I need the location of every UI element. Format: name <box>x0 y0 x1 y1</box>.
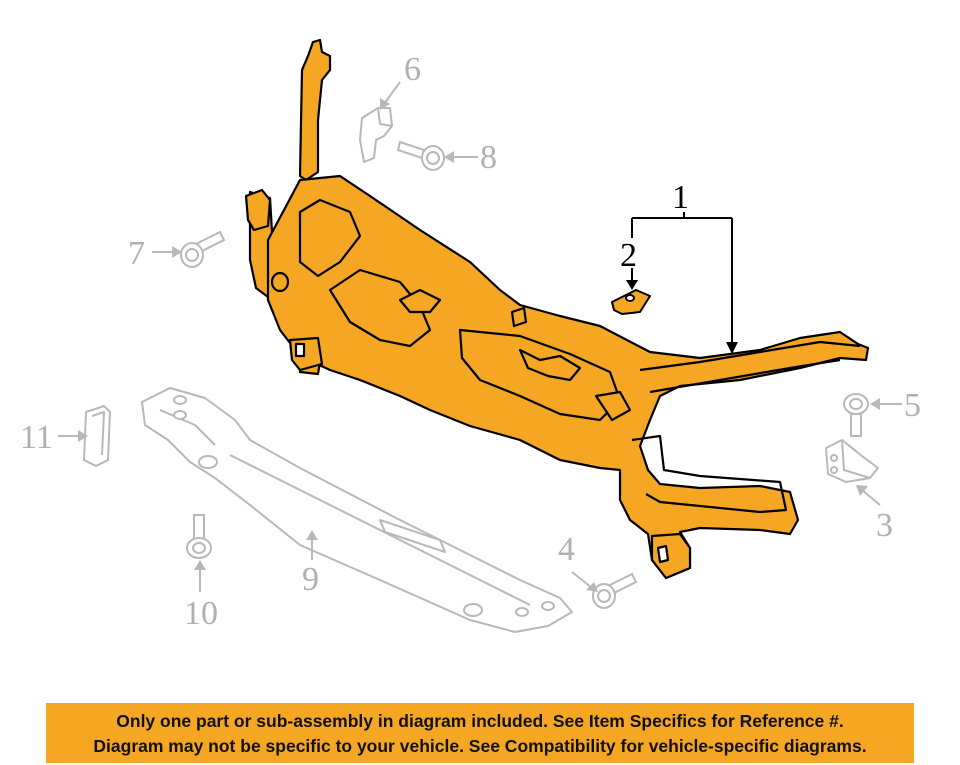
callout-8: 8 <box>480 139 497 176</box>
leader-arrowheads-gray <box>78 98 880 592</box>
leader-arrowheads-black <box>626 280 738 354</box>
callout-3: 3 <box>876 507 893 544</box>
leader-lines-black <box>631 212 733 346</box>
disclaimer-line-2: Diagram may not be specific to your vehi… <box>93 736 867 756</box>
callout-1: 1 <box>672 179 689 216</box>
callout-5: 5 <box>904 387 921 424</box>
part-11-bracket <box>83 405 111 467</box>
callout-2: 2 <box>620 237 637 274</box>
part-2-clip <box>611 289 651 315</box>
part-4-bolt <box>592 572 638 609</box>
callout-11: 11 <box>20 419 53 456</box>
callout-4: 4 <box>558 531 575 568</box>
disclaimer-banner: Only one part or sub-assembly in diagram… <box>46 703 914 763</box>
callout-10: 10 <box>184 595 218 632</box>
callout-7: 7 <box>128 235 145 272</box>
part-3-bracket <box>825 439 879 483</box>
callout-6: 6 <box>404 51 421 88</box>
part-9-crossmember <box>141 387 573 633</box>
part-1-radiator-support <box>244 38 870 580</box>
callout-9: 9 <box>302 561 319 598</box>
part-5-bolt <box>843 393 869 437</box>
part-7-bolt <box>180 230 226 268</box>
disclaimer-line-1: Only one part or sub-assembly in diagram… <box>116 711 844 731</box>
part-10-bolt <box>186 514 212 559</box>
part-6-bracket <box>359 107 393 163</box>
part-8-bolt <box>396 140 445 171</box>
